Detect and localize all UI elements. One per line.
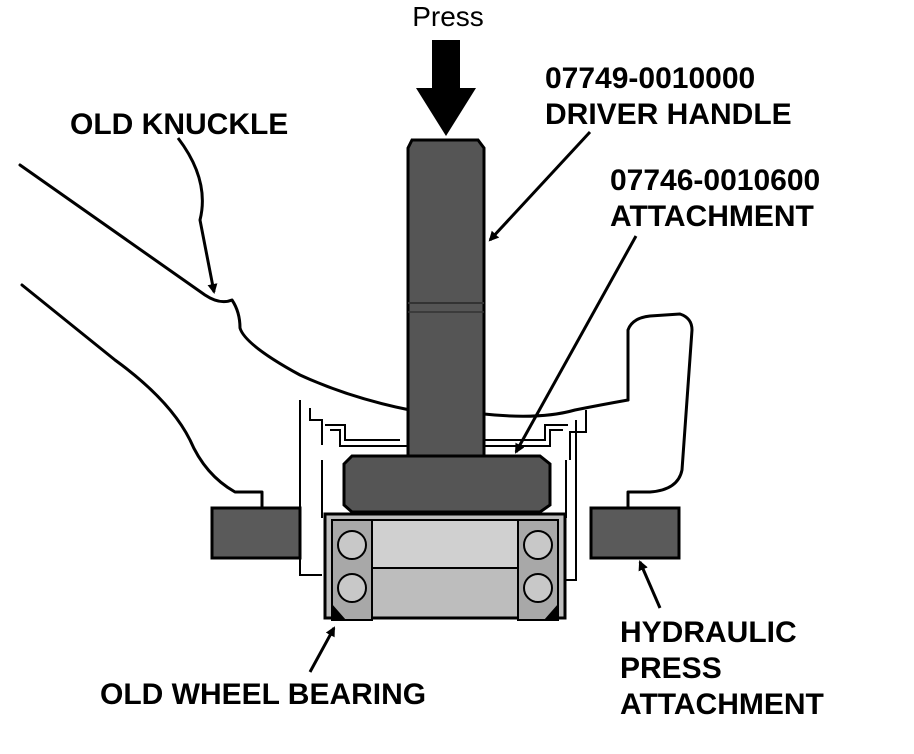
driver-handle-part-label: 07749-0010000 [545,62,755,95]
bearing-ball [523,530,553,560]
old-wheel-bearing [323,512,567,621]
hydraulic-label-line1: HYDRAULIC [620,616,797,649]
hydraulic-label-line3: ATTACHMENT [620,688,824,721]
old-wheel-bearing-label: OLD WHEEL BEARING [100,678,426,711]
leader-lines [176,130,662,673]
attachment [321,454,567,518]
attachment-name-label: ATTACHMENT [610,200,814,233]
bearing-ball [523,573,553,603]
hydraulic-leader [638,560,662,609]
hydraulic-press-attachment [210,506,681,560]
driver-handle-leader [488,130,592,242]
hydraulic-label-line2: PRESS [620,652,722,685]
bearing-ball [337,573,367,603]
driver-handle [406,138,486,464]
bearing-ball [337,530,367,560]
old-knuckle-label: OLD KNUCKLE [70,108,288,141]
knuckle-leader [176,137,218,294]
attachment-leader [514,235,638,454]
driver-handle-name-label: DRIVER HANDLE [545,98,792,131]
bearing-leader [308,626,336,673]
attachment-part-label: 07746-0010600 [610,164,820,197]
press-label: Press [412,1,484,32]
press-arrow [416,40,476,136]
